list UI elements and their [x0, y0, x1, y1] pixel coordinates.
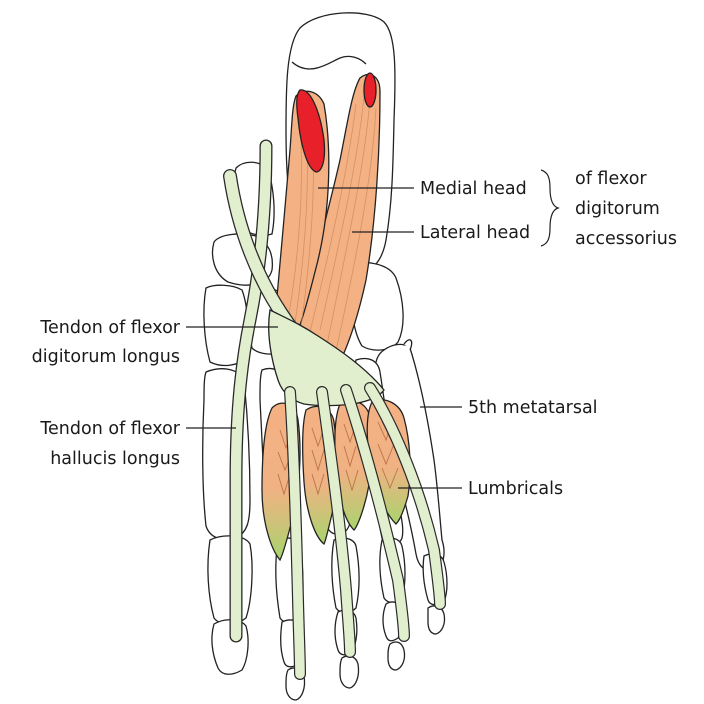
medial-head-label: Medial head — [420, 179, 527, 199]
accessorius-label: accessorius — [575, 229, 677, 249]
lateral-head-label: Lateral head — [420, 223, 530, 243]
fdl-label-line2: digitorum longus — [32, 347, 180, 367]
fdl-label-line1: Tendon of flexor — [39, 318, 180, 338]
third-toe-distal-phalanx — [340, 656, 359, 688]
of-flexor-label: of flexor — [575, 169, 647, 189]
lumbricals-label: Lumbricals — [468, 479, 563, 499]
fifth-toe-distal-phalanx — [428, 606, 445, 634]
lateral-head-origin — [364, 73, 376, 107]
fourth-toe-distal-phalanx — [388, 642, 405, 670]
fhl-label-line2: hallucis longus — [50, 449, 180, 469]
head-brace — [541, 170, 558, 246]
fhl-label-line1: Tendon of flexor — [39, 419, 180, 439]
digitorum-label: digitorum — [575, 199, 660, 219]
fifth-metatarsal-label: 5th metatarsal — [468, 398, 598, 418]
